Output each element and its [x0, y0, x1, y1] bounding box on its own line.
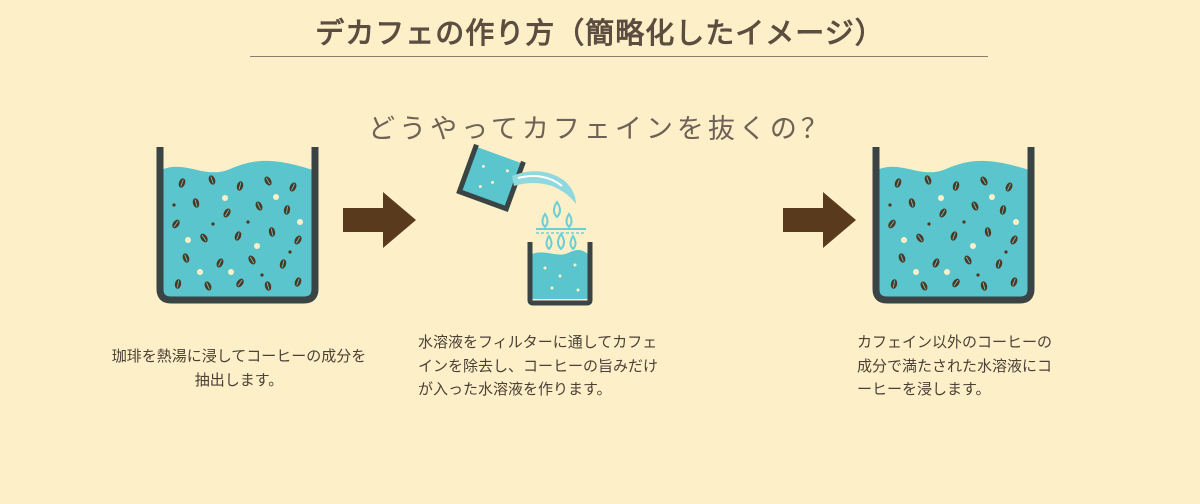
coffee-beaker-icon [160, 147, 315, 300]
arrow-right-icon [343, 192, 416, 248]
caffeine-filter-icon [536, 202, 586, 249]
collecting-beaker-icon [530, 242, 590, 303]
step-1-caption: 珈琲を熱湯に浸してコーヒーの成分を抽出します。 [108, 345, 370, 392]
step-3-caption: カフェイン以外のコーヒーの成分で満たされた水溶液にコーヒーを浸します。 [857, 331, 1053, 402]
arrow-right-icon [783, 192, 856, 248]
step-2-caption: 水溶液をフィルターに通してカフェインを除去し、コーヒーの旨みだけが入った水溶液を… [418, 331, 672, 402]
decaf-beaker-icon [876, 147, 1031, 300]
pouring-cup-icon [459, 145, 576, 209]
